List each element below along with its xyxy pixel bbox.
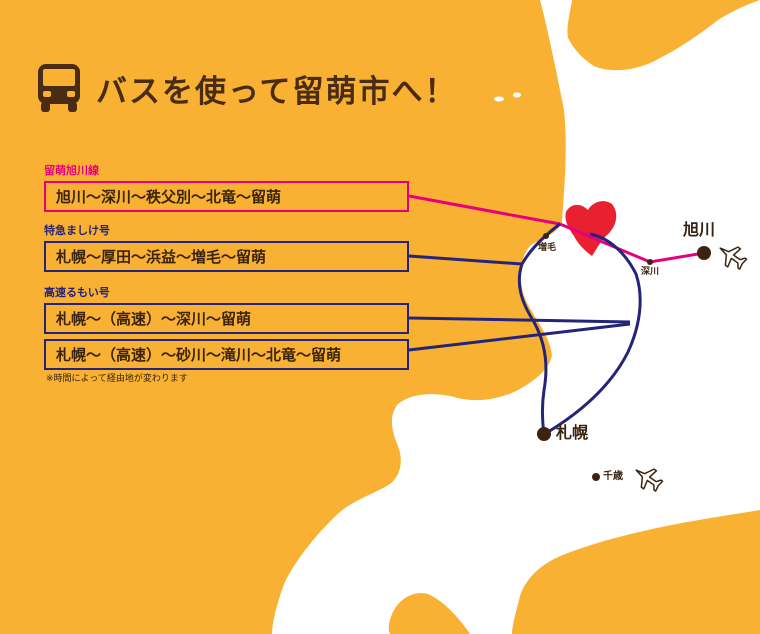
route-name: 特急ましけ号 bbox=[44, 224, 110, 237]
blue-route-coast bbox=[517, 222, 561, 435]
place-label-fukagawa: 深川 bbox=[641, 267, 660, 277]
route-box: 札幌～（高速）～深川～留萌 bbox=[44, 303, 409, 334]
place-label-mashike: 増毛 bbox=[538, 243, 557, 253]
place-label-asahikawa: 旭川 bbox=[683, 220, 716, 239]
place-label-chitose: 千歳 bbox=[603, 471, 623, 482]
blue-connector-1 bbox=[408, 254, 523, 266]
blue-route-inland bbox=[547, 232, 642, 434]
land-bottom-left bbox=[388, 593, 470, 634]
route-name: 高速るもい号 bbox=[44, 286, 110, 299]
title-group: バスを使って留萌市へ！ bbox=[38, 62, 457, 114]
land-bottom bbox=[512, 510, 760, 634]
place-label-sapporo: 札幌 bbox=[556, 423, 589, 442]
asahikawa-dot bbox=[697, 246, 711, 260]
blue-connector-2 bbox=[408, 316, 631, 324]
route-mashike: 特急ましけ号 札幌～厚田～浜益～増毛～留萌 bbox=[44, 224, 409, 272]
island bbox=[494, 96, 504, 102]
mashike-dot bbox=[543, 233, 549, 239]
airplane-icon bbox=[719, 246, 748, 270]
route-box: 札幌～（高速）～砂川～滝川～北竜～留萌 bbox=[44, 339, 409, 370]
bus-icon bbox=[38, 64, 80, 112]
rumoi-area bbox=[565, 201, 617, 256]
page-title: バスを使って留萌市へ！ bbox=[96, 73, 458, 110]
route-name: 留萌旭川線 bbox=[44, 164, 99, 177]
route-rumoi-express: 高速るもい号 札幌～（高速）～深川～留萌 札幌～（高速）～砂川～滝川～北竜～留萌 bbox=[44, 286, 409, 370]
island bbox=[513, 92, 521, 98]
route-asahikawa: 留萌旭川線 旭川～深川～秩父別～北竜～留萌 bbox=[44, 164, 409, 212]
route-note: ※時間によって経由地が変わります bbox=[46, 374, 188, 384]
blue-connector-3 bbox=[408, 322, 631, 352]
route-box: 旭川～深川～秩父別～北竜～留萌 bbox=[44, 181, 409, 212]
sapporo-dot bbox=[537, 427, 551, 441]
airplane-icon bbox=[635, 468, 664, 492]
fukagawa-dot bbox=[647, 259, 653, 265]
route-box: 札幌～厚田～浜益～増毛～留萌 bbox=[44, 241, 409, 272]
land-right bbox=[567, 0, 760, 71]
pink-connector bbox=[408, 194, 561, 226]
chitose-dot bbox=[592, 473, 600, 481]
